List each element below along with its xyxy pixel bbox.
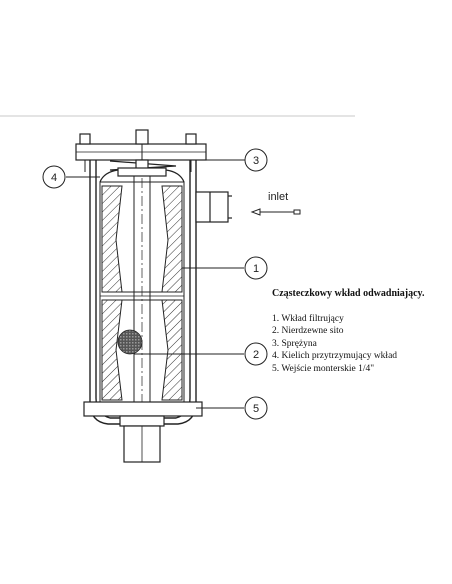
svg-text:2: 2 [253,349,259,361]
leader-lines [66,159,246,409]
svg-text:3: 3 [253,155,259,167]
callout-1: 1 [244,256,268,280]
legend-item: 2. Nierdzewne sito [272,326,344,337]
bottom-connection [83,401,203,463]
inlet-label: inlet [268,191,288,203]
retaining-cup [99,167,185,183]
inlet-fitting [195,191,232,223]
legend-list: 1. Wkład filtrujący 2. Nierdzewne sito 3… [272,313,448,376]
svg-text:5: 5 [253,403,259,415]
legend-item: 4. Kielich przytrzymujący wkład [272,351,398,362]
legend-item: 3. Sprężyna [272,338,317,349]
callout-2: 2 [244,342,268,366]
svg-text:4: 4 [51,172,57,184]
svg-text:1: 1 [253,263,259,275]
stainless-screen [117,329,143,355]
legend-title: Cząsteczkowy wkład odwadniający. [272,288,425,299]
callout-3: 3 [244,148,268,172]
callout-4: 4 [42,165,66,189]
legend-item: 1. Wkład filtrujący [272,313,344,324]
centre-tube [133,176,151,418]
legend-item: 5. Wejście monterskie 1/4" [272,363,375,374]
top-cover [75,129,207,172]
legend: Cząsteczkowy wkład odwadniający. 1. Wkła… [272,288,448,376]
inlet-arrow-icon [250,208,301,216]
callout-5: 5 [244,396,268,420]
